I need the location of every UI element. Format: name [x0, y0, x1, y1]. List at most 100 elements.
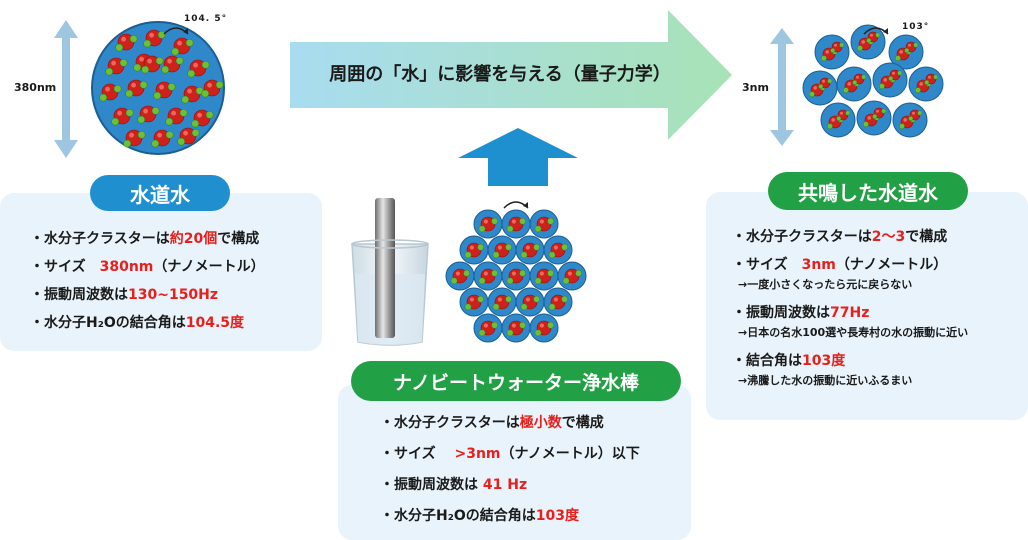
- item-text: ・サイズ: [380, 446, 455, 462]
- water-molecule: [141, 55, 164, 74]
- water-molecule: [520, 242, 541, 259]
- water-molecule: [888, 69, 903, 81]
- tap-water-list: ・水分子クラスターは約20個で構成・サイズ 380nm（ナノメートル）・振動周波…: [30, 230, 265, 342]
- center-list-item: ・水分子H₂Oの結合角は103度: [380, 507, 640, 525]
- item-text: ・水分子H₂Oの結合角は: [30, 315, 186, 331]
- highlight-value: 3nm: [801, 257, 836, 273]
- right-dimension-label: 3nm: [742, 81, 769, 94]
- water-molecule: [143, 29, 166, 48]
- highlight-value: 130~150Hz: [128, 287, 219, 303]
- left-list-item: ・サイズ 380nm（ナノメートル）: [30, 258, 265, 276]
- water-molecule: [151, 129, 174, 148]
- water-molecule: [161, 55, 184, 74]
- water-molecule: [548, 294, 569, 311]
- water-molecule: [506, 320, 527, 337]
- water-molecule: [464, 242, 485, 259]
- item-text: ・水分子H₂Oの結合角は: [380, 508, 536, 524]
- water-molecule: [492, 242, 513, 259]
- resonated-water-clusters-image: [802, 24, 944, 138]
- water-molecule: [464, 294, 485, 311]
- center-list-item: ・サイズ >3nm（ナノメートル）以下: [380, 445, 640, 463]
- small-water-clusters-image: [445, 201, 587, 343]
- water-molecule: [137, 105, 160, 124]
- item-text: ・サイズ: [30, 259, 100, 275]
- right-size-arrow-icon: [770, 28, 794, 146]
- item-text: で構成: [561, 415, 604, 431]
- water-molecule: [201, 79, 224, 98]
- right-list-item: ・結合角は103度→沸騰した水の振動に近いふるまい: [732, 352, 968, 390]
- water-molecule: [506, 268, 527, 285]
- water-molecule: [187, 59, 210, 78]
- right-list-item: ・サイズ 3nm（ナノメートル） →一度小さくなったら元に戻らない: [732, 256, 968, 294]
- center-list-item: ・振動周波数は 41 Hz: [380, 476, 640, 494]
- water-molecule: [177, 127, 200, 146]
- highlight-value: 77Hz: [830, 305, 870, 321]
- water-molecule: [866, 31, 881, 43]
- center-list-item: ・水分子クラスターは極小数で構成: [380, 414, 640, 432]
- nanobeat-title: ナノビートウォーター浄水棒: [351, 361, 681, 401]
- item-text: （ナノメートル）: [153, 259, 265, 275]
- item-text: （ナノメートル）以下: [500, 446, 640, 462]
- water-molecule: [181, 85, 204, 104]
- water-molecule: [171, 37, 194, 56]
- water-molecule: [111, 107, 134, 126]
- water-molecule: [818, 77, 833, 89]
- main-arrow-icon: [290, 10, 732, 140]
- highlight-value: 103度: [802, 353, 846, 369]
- item-text: ・結合角は: [732, 353, 802, 369]
- water-molecule: [478, 268, 499, 285]
- water-molecule: [478, 320, 499, 337]
- item-text: で構成: [217, 231, 260, 247]
- up-arrow-icon: [458, 128, 578, 186]
- water-molecule: [534, 268, 555, 285]
- large-water-cluster-image: [91, 21, 225, 155]
- water-molecule: [534, 320, 555, 337]
- highlight-value: 103度: [535, 508, 579, 524]
- item-text: ・水分子クラスターは: [30, 231, 170, 247]
- item-text: ・振動周波数は: [732, 305, 830, 321]
- right-list-item: ・振動周波数は77Hz →日本の名水100選や長寿村の水の振動に近い: [732, 304, 968, 342]
- left-size-arrow-icon: [54, 20, 78, 158]
- water-molecule: [908, 109, 923, 121]
- water-molecule: [924, 73, 939, 85]
- water-molecule: [99, 83, 122, 102]
- water-molecule: [153, 81, 176, 100]
- water-molecule: [450, 268, 471, 285]
- water-molecule: [506, 216, 527, 233]
- item-note: →一度小さくなったら元に戻らない: [738, 278, 913, 291]
- item-text: ・水分子クラスターは: [380, 415, 520, 431]
- water-molecule: [165, 107, 188, 126]
- left-angle-label: 104. 5°: [184, 14, 228, 24]
- water-molecule: [534, 216, 555, 233]
- left-list-item: ・水分子クラスターは約20個で構成: [30, 230, 265, 248]
- highlight-value: 380nm: [99, 259, 154, 275]
- resonated-water-title: 共鳴した水道水: [768, 172, 968, 210]
- water-molecule: [548, 242, 569, 259]
- water-molecule: [520, 294, 541, 311]
- highlight-value: >3nm: [454, 446, 501, 462]
- item-text: ・振動周波数は: [380, 477, 483, 493]
- tap-water-panel: [0, 193, 322, 351]
- right-angle-label: 103°: [902, 22, 930, 32]
- item-text: ・サイズ: [732, 257, 802, 273]
- water-molecule: [478, 216, 499, 233]
- water-molecule: [904, 41, 919, 53]
- water-molecule: [123, 129, 146, 148]
- highlight-value: 約20個: [169, 231, 218, 247]
- water-molecule: [852, 73, 867, 85]
- item-note: →日本の名水100選や長寿村の水の振動に近い: [738, 326, 969, 339]
- right-list-item: ・水分子クラスターは2〜3で構成: [732, 228, 968, 246]
- highlight-value: 極小数: [519, 415, 562, 431]
- main-arrow-text: 周囲の「水」に影響を与える（量子力学）: [329, 64, 671, 85]
- water-molecule: [115, 33, 138, 52]
- water-molecule: [836, 109, 851, 121]
- resonated-water-list: ・水分子クラスターは2〜3で構成・サイズ 3nm（ナノメートル） →一度小さくなっ…: [732, 228, 968, 400]
- left-list-item: ・水分子H₂Oの結合角は104.5度: [30, 314, 265, 332]
- water-molecule: [191, 109, 214, 128]
- item-text: （ナノメートル）: [835, 257, 948, 273]
- highlight-value: 2〜3: [871, 229, 906, 245]
- water-glass-with-rod-image: [351, 198, 429, 346]
- water-molecule: [105, 57, 128, 76]
- water-molecule: [492, 294, 513, 311]
- nanobeat-panel: [338, 385, 691, 540]
